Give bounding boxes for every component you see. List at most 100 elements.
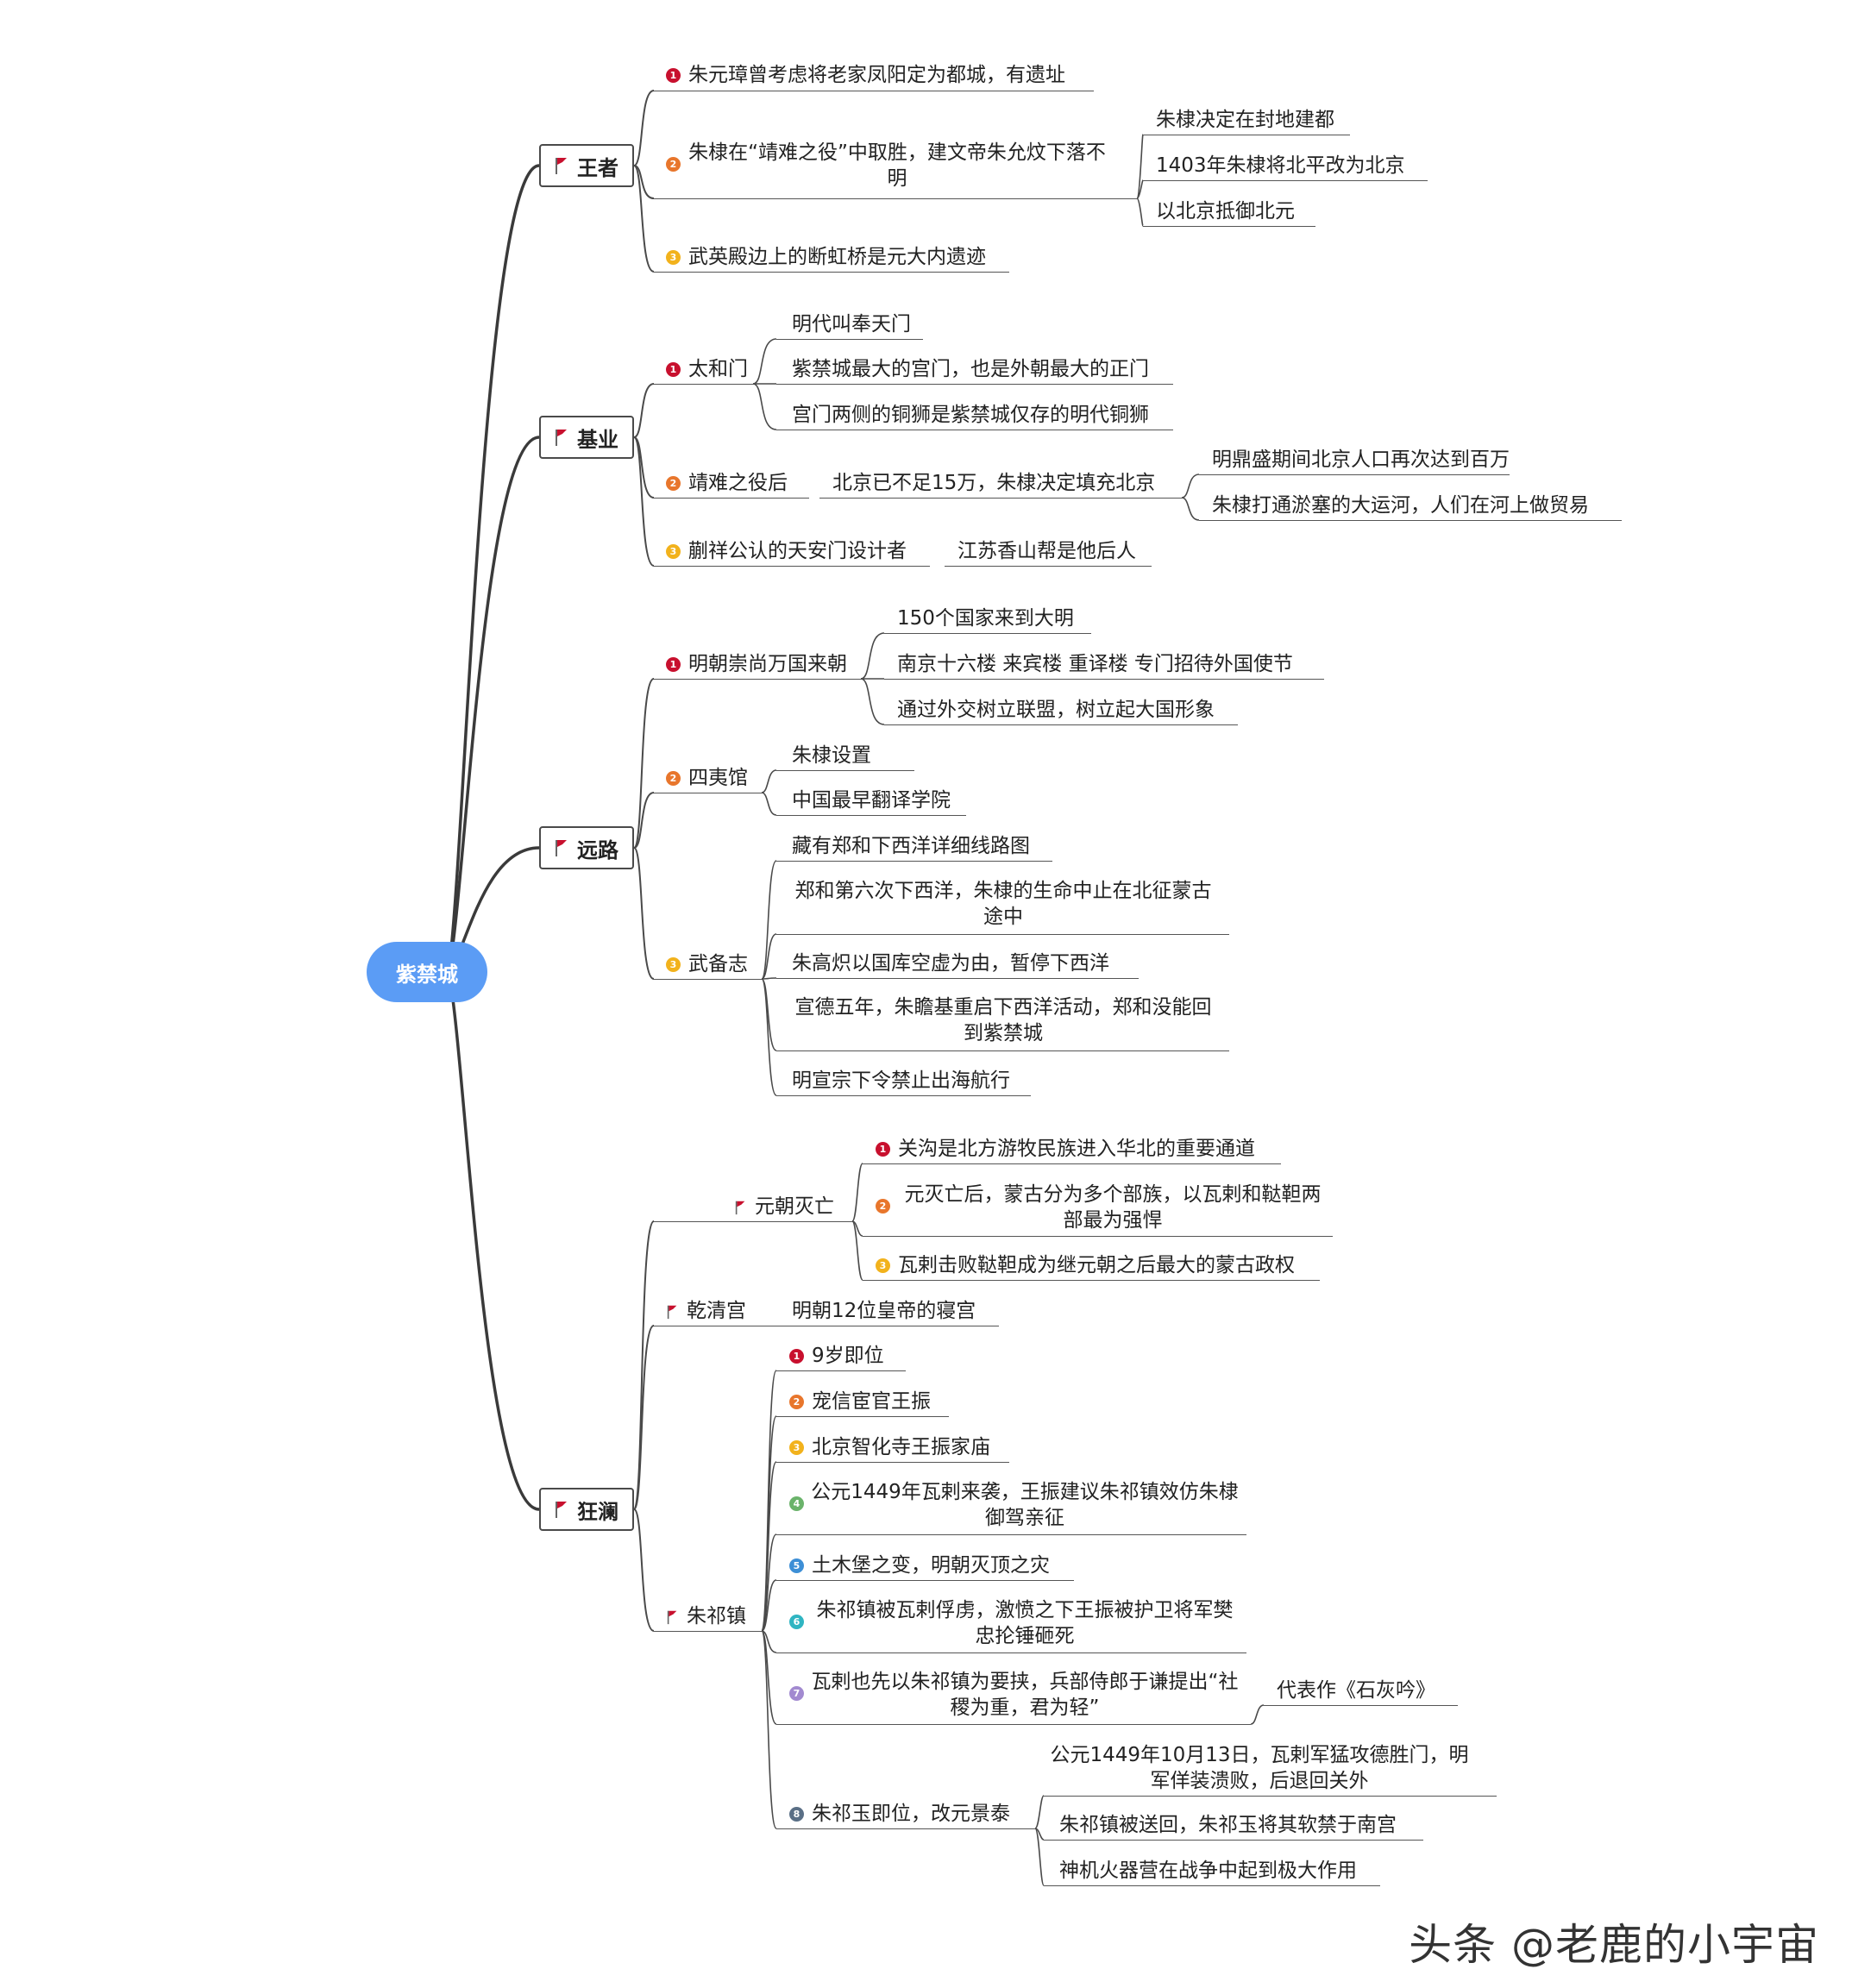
subtopic-node[interactable]: 通过外交树立联盟，树立起大国形象 bbox=[897, 699, 1215, 721]
subtopic-node[interactable]: 以北京抵御北元 bbox=[1156, 200, 1295, 223]
priority-5-icon: 5 bbox=[789, 1558, 804, 1573]
flag-icon bbox=[667, 1301, 678, 1320]
subtopic-node[interactable]: 公元1449年10月13日，瓦剌军猛攻德胜门，明军佯装溃败，后退回关外 bbox=[1050, 1744, 1469, 1792]
flag-icon bbox=[555, 838, 568, 857]
root-label: 紫禁城 bbox=[396, 962, 458, 987]
subtopic-node[interactable]: 150个国家来到大明 bbox=[897, 607, 1074, 630]
subtopic-node[interactable]: 郑和第六次下西洋，朱棣的生命中止在北征蒙古途中 bbox=[794, 880, 1212, 928]
subtopic-node[interactable]: 紫禁城最大的宫门，也是外朝最大的正门 bbox=[792, 358, 1149, 380]
node-underline bbox=[654, 979, 762, 980]
branch-yuanlu[interactable]: 远路 bbox=[539, 826, 634, 869]
priority-6-icon: 6 bbox=[789, 1615, 804, 1629]
subtopic-node[interactable]: 朱棣决定在封地建都 bbox=[1156, 109, 1334, 131]
priority-2-icon: 2 bbox=[666, 771, 681, 786]
subtopic-node[interactable]: 朱棣设置 bbox=[792, 744, 871, 767]
priority-1-icon: 1 bbox=[789, 1349, 804, 1364]
node-underline bbox=[776, 934, 1229, 935]
subtopic-node[interactable]: 1403年朱棣将北平改为北京 bbox=[1156, 154, 1405, 177]
node-underline bbox=[863, 1280, 1320, 1281]
subtopic-node[interactable]: 藏有郑和下西洋详细线路图 bbox=[792, 835, 1030, 857]
node-underline bbox=[776, 1580, 1074, 1581]
subtopic-node[interactable]: 明朝12位皇帝的寝宫 bbox=[792, 1300, 976, 1322]
node-underline bbox=[654, 198, 1137, 199]
flag-icon bbox=[667, 1606, 678, 1625]
node-underline bbox=[1044, 1885, 1380, 1886]
connector-line bbox=[851, 1163, 863, 1222]
connector-line bbox=[633, 678, 655, 849]
node-underline bbox=[776, 861, 1052, 862]
subtopic-node[interactable]: 宣德五年，朱瞻基重启下西洋活动，郑和没能回到紫禁城 bbox=[794, 996, 1212, 1044]
priority-2-icon: 2 bbox=[876, 1199, 890, 1213]
subtopic-node[interactable]: 代表作《石灰吟》 bbox=[1277, 1679, 1435, 1702]
connector-line bbox=[633, 90, 655, 166]
node-underline bbox=[776, 1050, 1229, 1051]
branch-wangzhe[interactable]: 王者 bbox=[539, 144, 634, 187]
topic-node[interactable]: 乾清宫 bbox=[667, 1298, 746, 1324]
subtopic-node[interactable]: 北京已不足15万，朱棣决定填充北京 bbox=[832, 472, 1156, 494]
priority-1-icon: 1 bbox=[666, 68, 681, 83]
topic-node[interactable]: 元朝灭亡 bbox=[735, 1194, 834, 1220]
connector-line bbox=[860, 632, 885, 680]
topic-node[interactable]: 朱祁镇 bbox=[667, 1603, 746, 1629]
subtopic-node[interactable]: 明宣宗下令禁止出海航行 bbox=[792, 1069, 1010, 1092]
root-node[interactable]: 紫禁城 bbox=[367, 942, 487, 1002]
subtopic-node[interactable]: 朱棣打通淤塞的大运河，人们在河上做贸易 bbox=[1212, 494, 1589, 517]
node-underline bbox=[884, 679, 1324, 680]
subtopic-node[interactable]: 宫门两侧的铜狮是紫禁城仅存的明代铜狮 bbox=[792, 404, 1149, 426]
connector-line bbox=[633, 1220, 655, 1510]
connector-line bbox=[633, 165, 655, 273]
subtopic-node[interactable]: 明代叫奉天门 bbox=[792, 313, 911, 336]
priority-3-icon: 3 bbox=[666, 957, 681, 972]
node-underline bbox=[654, 679, 861, 680]
connector-line bbox=[1034, 1795, 1045, 1829]
node-underline bbox=[654, 1221, 852, 1222]
connector-line bbox=[633, 1325, 655, 1510]
node-underline bbox=[654, 272, 1009, 273]
root-connector-line bbox=[447, 164, 540, 973]
connector-line bbox=[761, 769, 777, 793]
watermark-text: 头条 @老鹿的小宇宙 bbox=[1409, 1920, 1819, 1970]
connector-line bbox=[633, 383, 655, 438]
node-underline bbox=[945, 566, 1152, 567]
subtopic-node[interactable]: 朱祁镇被送回，朱祁玉将其软禁于南宫 bbox=[1059, 1814, 1397, 1836]
priority-3-icon: 3 bbox=[666, 544, 681, 559]
subtopic-node[interactable]: 明鼎盛期间北京人口再次达到百万 bbox=[1212, 448, 1510, 471]
connector-line bbox=[761, 1579, 777, 1632]
priority-8-icon: 8 bbox=[789, 1807, 804, 1822]
connector-line bbox=[761, 933, 777, 980]
node-underline bbox=[776, 770, 914, 771]
priority-1-icon: 1 bbox=[666, 657, 681, 672]
node-underline bbox=[776, 384, 1173, 385]
connector-line bbox=[1250, 1704, 1265, 1725]
branch-kuanglan[interactable]: 狂澜 bbox=[539, 1488, 634, 1531]
subtopic-node[interactable]: 神机火器营在战争中起到极大作用 bbox=[1059, 1859, 1357, 1882]
node-underline bbox=[1044, 1840, 1423, 1841]
subtopic-node[interactable]: 江苏香山帮是他后人 bbox=[957, 540, 1136, 562]
subtopic-node[interactable]: 中国最早翻译学院 bbox=[792, 789, 951, 812]
connector-line bbox=[761, 860, 777, 980]
subtopic-node[interactable]: 朱高炽以国库空虚为由，暂停下西洋 bbox=[792, 952, 1109, 975]
connector-line bbox=[1181, 497, 1200, 521]
subtopic-node[interactable]: 南京十六楼 来宾楼 重译楼 专门招待外国使节 bbox=[897, 653, 1293, 675]
branch-jiye[interactable]: 基业 bbox=[539, 416, 634, 459]
